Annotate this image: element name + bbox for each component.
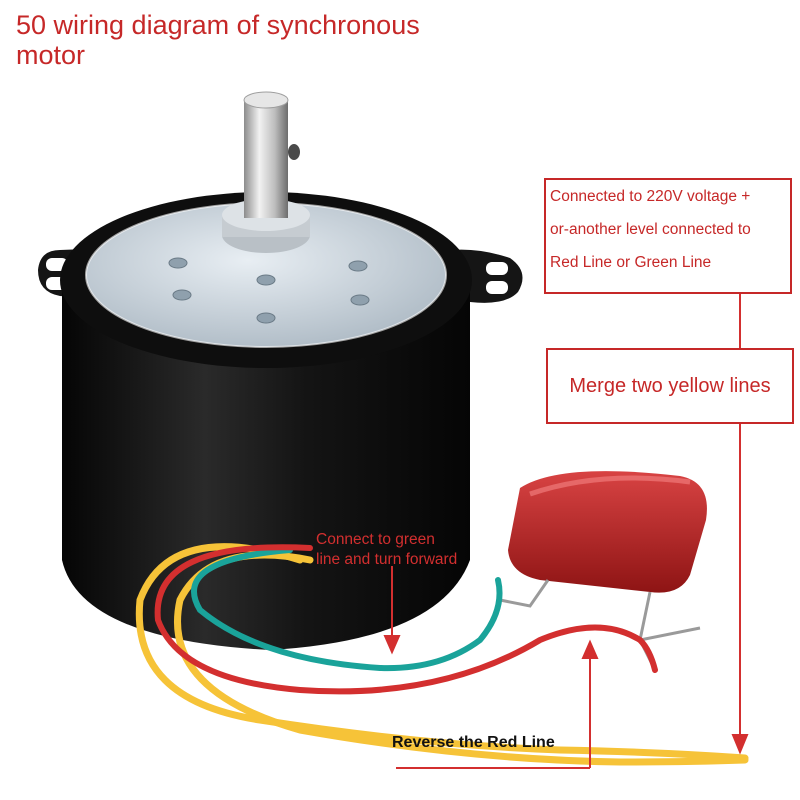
yellow-lines-callout-text: Merge two yellow lines <box>569 375 771 397</box>
yellow-lines-callout-box: Merge two yellow lines <box>546 348 794 424</box>
diagram-title: 50 wiring diagram of synchronous motor <box>16 10 486 70</box>
red-line-label: Reverse the Red Line <box>392 734 555 751</box>
wire-green <box>191 547 503 672</box>
voltage-callout-box: Connected to 220V voltage + or-another l… <box>544 178 792 294</box>
voltage-callout-line-2: or-another level connected to <box>550 221 751 238</box>
motor-body <box>60 192 472 650</box>
annotation-arrows <box>383 294 749 769</box>
title-line-2: motor <box>16 40 86 70</box>
title-line-1: 50 wiring diagram of synchronous <box>16 10 420 40</box>
voltage-callout-line-1: Connected to 220V voltage + <box>550 188 751 205</box>
voltage-callout-line-3: Red Line or Green Line <box>550 254 712 271</box>
motor-face-rivets <box>168 257 370 324</box>
wire-red <box>154 544 658 695</box>
motor-shaft <box>222 91 310 253</box>
green-line-label-line-1: Connect to green <box>316 531 435 548</box>
capacitor <box>499 471 707 671</box>
green-line-label: Connect to green line and turn forward <box>316 530 506 570</box>
green-line-label-line-2: line and turn forward <box>316 551 458 568</box>
